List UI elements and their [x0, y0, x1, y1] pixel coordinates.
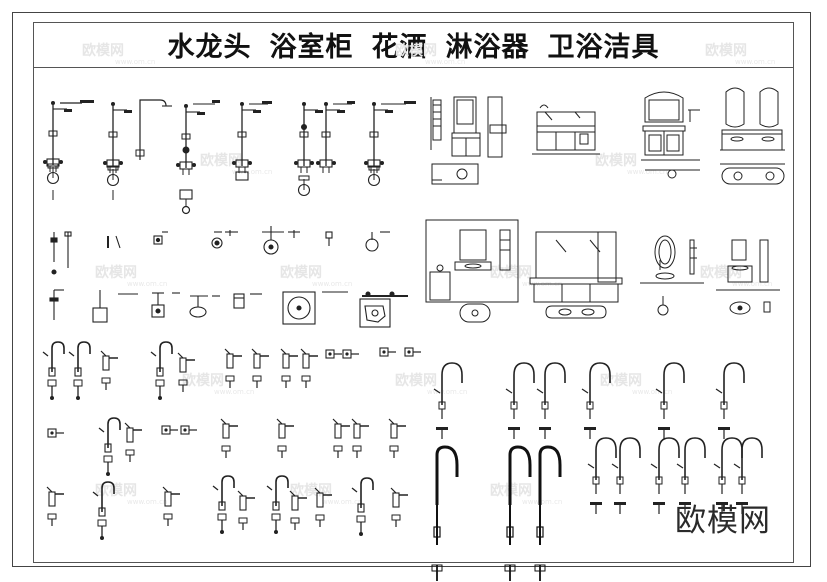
watermark-url: www.om.cn	[232, 168, 273, 176]
hand-shower-group	[49, 226, 408, 328]
watermark-url: www.om.cn	[312, 280, 353, 288]
watermark-url: www.om.cn	[627, 168, 668, 176]
kitchen-faucet-group	[430, 362, 763, 582]
shower-column-group	[42, 99, 416, 215]
watermark-logo: 欧模网	[95, 483, 137, 499]
watermark-url: www.om.cn	[732, 280, 773, 288]
outer-frame	[12, 12, 811, 567]
watermark-url: www.om.cn	[735, 58, 776, 66]
title-shower-set: 淋浴器	[445, 32, 530, 63]
brand-logo-text: 欧模网	[675, 503, 771, 539]
watermark-logo: 欧模网	[700, 265, 742, 281]
watermark-url: www.om.cn	[522, 498, 563, 506]
title-sanitary-ware: 卫浴洁具	[547, 32, 660, 63]
watermark-logo: 欧模网	[280, 265, 322, 281]
inner-frame	[33, 22, 794, 563]
watermark-url: www.om.cn	[214, 388, 255, 396]
watermark-logo: 欧模网	[95, 265, 137, 281]
watermark-logo: 欧模网	[200, 153, 242, 169]
sheet-title: 水龙头 浴室柜 花洒 淋浴器 卫浴洁具	[33, 22, 794, 67]
watermark-logo: 欧模网	[395, 43, 437, 59]
title-shower-head: 花洒	[371, 32, 428, 63]
watermark-logo: 欧模网	[595, 153, 637, 169]
watermark-url: www.om.cn	[127, 498, 168, 506]
watermark-url: www.om.cn	[127, 280, 168, 288]
watermark-url: www.om.cn	[632, 388, 673, 396]
watermark-logo: 欧模网	[705, 43, 747, 59]
watermark-logo: 欧模网	[82, 43, 124, 59]
title-divider	[33, 67, 794, 68]
title-vanity: 浴室柜	[269, 32, 354, 63]
watermark-logo: 欧模网	[182, 373, 224, 389]
vanity-group-middle	[425, 219, 780, 323]
vanity-group-top	[430, 87, 785, 185]
watermark-logo: 欧模网	[395, 373, 437, 389]
watermark-url: www.om.cn	[425, 58, 466, 66]
faucet-group	[42, 341, 422, 541]
watermark-url: www.om.cn	[427, 388, 468, 396]
watermark-url: www.om.cn	[115, 58, 156, 66]
watermark-url: www.om.cn	[322, 498, 363, 506]
title-faucet: 水龙头	[167, 32, 252, 63]
watermark-logo: 欧模网	[290, 483, 332, 499]
